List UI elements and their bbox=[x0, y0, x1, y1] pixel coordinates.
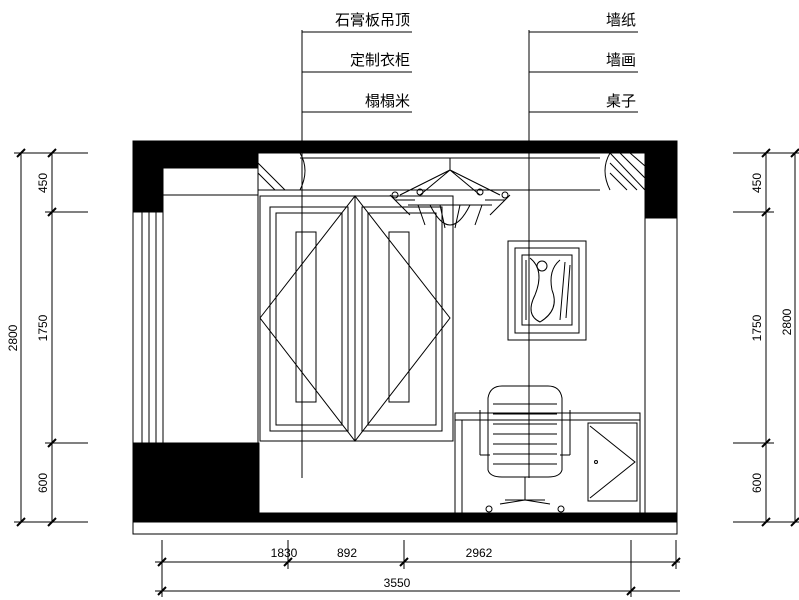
custom-wardrobe bbox=[259, 195, 454, 442]
callout-desk-label: 桌子 bbox=[606, 92, 636, 110]
right-dimension-1750: 1750 bbox=[750, 314, 764, 341]
bottom-dimension-892: 892 bbox=[337, 546, 357, 560]
left-total-dimension: 2800 bbox=[6, 324, 20, 351]
right-dimension-600: 600 bbox=[750, 473, 764, 493]
right-dimension-450: 450 bbox=[750, 173, 764, 193]
left-dimension-line bbox=[14, 148, 88, 527]
left-dimension-1750: 1750 bbox=[36, 314, 50, 341]
wall-painting bbox=[507, 240, 587, 341]
chandelier bbox=[389, 158, 511, 229]
callout-wardrobe-label: 定制衣柜 bbox=[350, 51, 410, 69]
office-chair bbox=[479, 385, 571, 513]
callout-leaders bbox=[301, 30, 638, 478]
left-dimension-600: 600 bbox=[36, 473, 50, 493]
room-frame bbox=[132, 140, 678, 535]
bottom-dimension-2962: 2962 bbox=[466, 546, 493, 560]
callout-ceiling-label: 石膏板吊顶 bbox=[335, 11, 410, 29]
right-total-dimension: 2800 bbox=[780, 308, 794, 335]
callout-wallpaper-label: 墙纸 bbox=[606, 11, 636, 29]
callout-wall-painting-label: 墙画 bbox=[606, 51, 636, 69]
bottom-total-dimension: 3550 bbox=[384, 576, 411, 590]
right-dimension-line bbox=[733, 148, 799, 527]
left-dimension-450: 450 bbox=[36, 173, 50, 193]
bottom-dimension-1830: 1830 bbox=[271, 546, 298, 560]
bottom-dimension-line bbox=[155, 540, 681, 597]
tatami-panel bbox=[141, 194, 258, 443]
desk bbox=[454, 412, 641, 514]
callout-tatami-label: 榻榻米 bbox=[365, 92, 410, 110]
